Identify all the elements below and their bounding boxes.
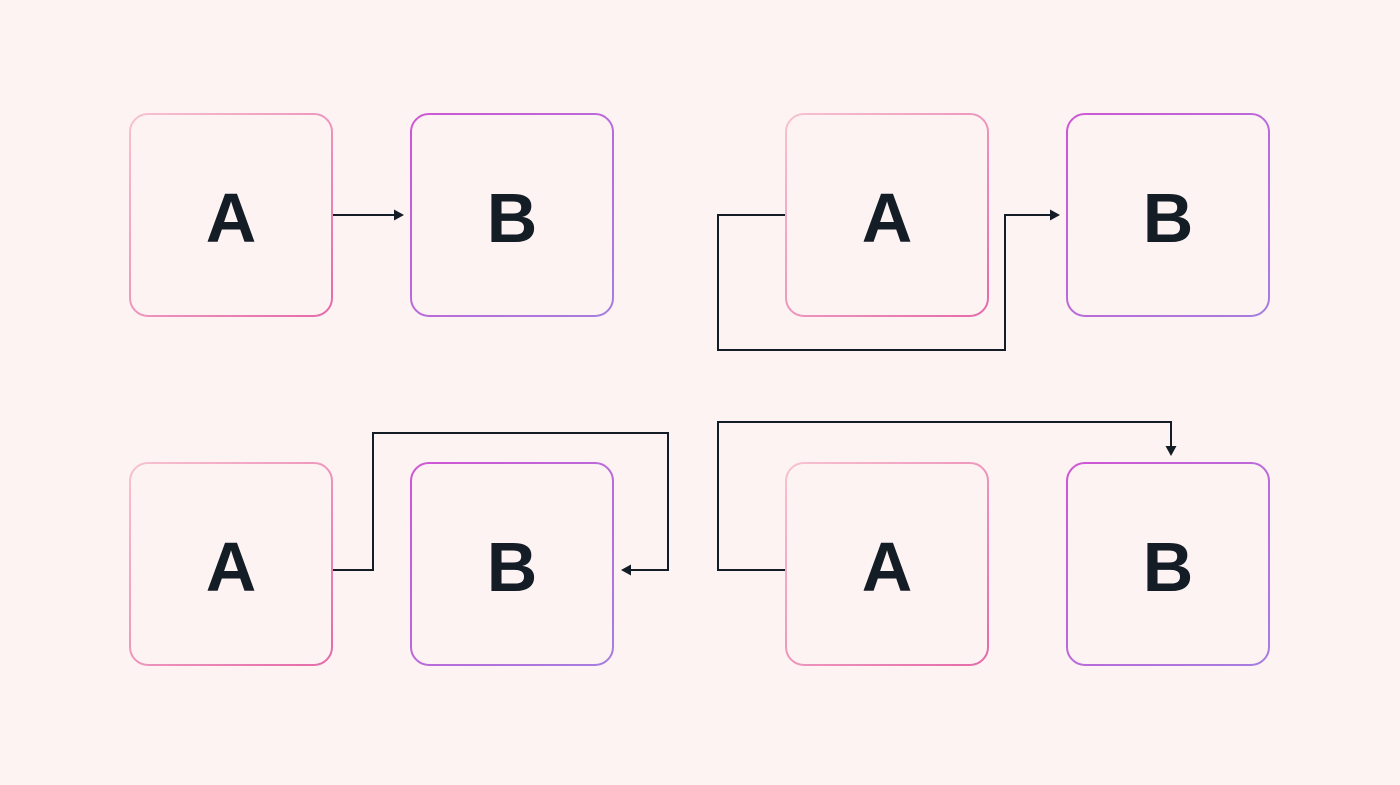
connector-line — [717, 421, 1172, 571]
node-b-label: B — [487, 528, 538, 606]
node-a-label: A — [862, 528, 913, 606]
node-b-label: B — [1143, 528, 1194, 606]
node-a — [129, 113, 333, 317]
arrowhead-icon — [621, 564, 631, 576]
arrowhead-icon — [394, 209, 404, 221]
arrowhead-icon — [1050, 209, 1060, 221]
arrowhead-icon — [1165, 446, 1177, 456]
node-a — [785, 113, 989, 317]
node-b-label: B — [487, 179, 538, 257]
node-b — [410, 462, 614, 666]
node-b — [1066, 113, 1270, 317]
connector-line — [333, 432, 669, 571]
connector-line — [717, 214, 1051, 351]
node-b — [1066, 462, 1270, 666]
diagram-loop-over-right: A B — [129, 432, 669, 666]
node-a-label: A — [862, 179, 913, 257]
node-b-label: B — [1143, 179, 1194, 257]
diagram-direct: A B — [129, 113, 614, 317]
node-a-label: A — [206, 528, 257, 606]
node-a — [785, 462, 989, 666]
node-b — [410, 113, 614, 317]
diagram-loop-over-top: A B — [717, 421, 1270, 666]
diagram-loop-under: A B — [717, 113, 1270, 351]
node-a — [129, 462, 333, 666]
node-a-label: A — [206, 179, 257, 257]
